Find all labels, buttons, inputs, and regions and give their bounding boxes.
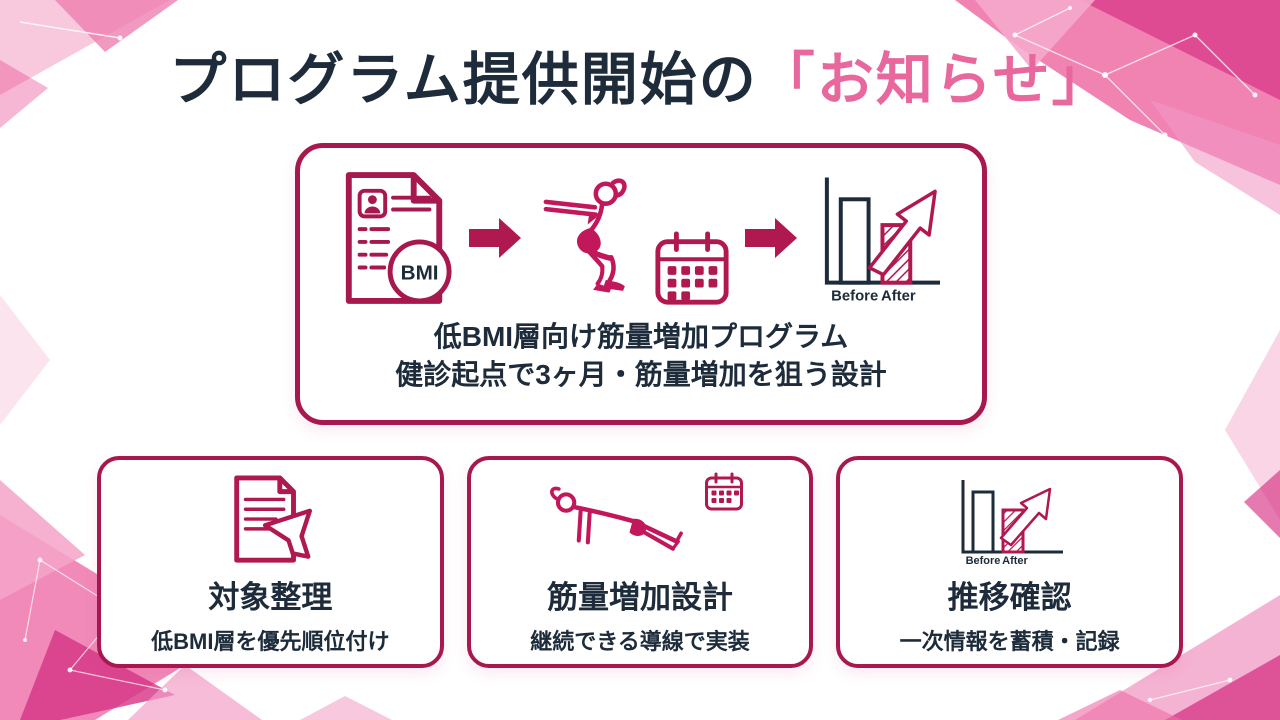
flow-arrow-icon: [745, 216, 797, 265]
before-after-chart-icon: Before After: [811, 169, 945, 312]
card-title: 推移確認: [947, 580, 1072, 615]
document-funnel-icon: [214, 472, 326, 572]
exercise-squat-calendar-group: [535, 165, 731, 315]
after-label: After: [1002, 555, 1028, 567]
plank-calendar-icon: [535, 472, 745, 572]
card-title: 対象整理: [208, 580, 333, 615]
bmi-label: BMI: [401, 261, 439, 284]
hero-card: BMI: [295, 143, 987, 425]
mini-before-after-chart-icon: Before After: [949, 472, 1071, 572]
health-report-bmi-icon: BMI: [337, 169, 455, 312]
hero-caption: 低BMI層向け筋量増加プログラム 健診起点で3ヶ月・筋量増加を狙う設計: [395, 318, 887, 394]
hero-caption-line2: 健診起点で3ヶ月・筋量増加を狙う設計: [395, 359, 887, 390]
hero-caption-line1: 低BMI層向け筋量増加プログラム: [433, 321, 849, 352]
page-title: プログラム提供開始の「お知らせ」: [0, 34, 1280, 116]
squat-exercise-icon: [535, 169, 653, 306]
before-label: Before: [965, 555, 1000, 567]
card-title: 筋量増加設計: [547, 580, 733, 615]
calendar-icon: [653, 230, 731, 313]
plank-exercise-icon: [535, 479, 695, 570]
after-label: After: [881, 288, 916, 304]
page-title-highlight: 「お知らせ」: [757, 48, 1111, 112]
page-title-main: プログラム提供開始の: [169, 48, 758, 112]
card-subtitle: 低BMI層を優先順位付け: [151, 629, 390, 654]
card-target-sorting: 対象整理 低BMI層を優先順位付け: [97, 456, 444, 668]
hero-icon-row: BMI: [337, 164, 945, 316]
card-progress-check: Before After 推移確認 一次情報を蓄積・記録: [836, 456, 1184, 668]
card-subtitle: 一次情報を蓄積・記録: [899, 629, 1120, 654]
calendar-icon: [703, 472, 745, 517]
feature-cards: 対象整理 低BMI層を優先順位付け: [97, 456, 1184, 668]
card-subtitle: 継続できる導線で実装: [530, 629, 750, 654]
before-label: Before: [831, 288, 878, 304]
card-muscle-gain-design: 筋量増加設計 継続できる導線で実装: [466, 456, 814, 668]
flow-arrow-icon: [469, 216, 521, 265]
